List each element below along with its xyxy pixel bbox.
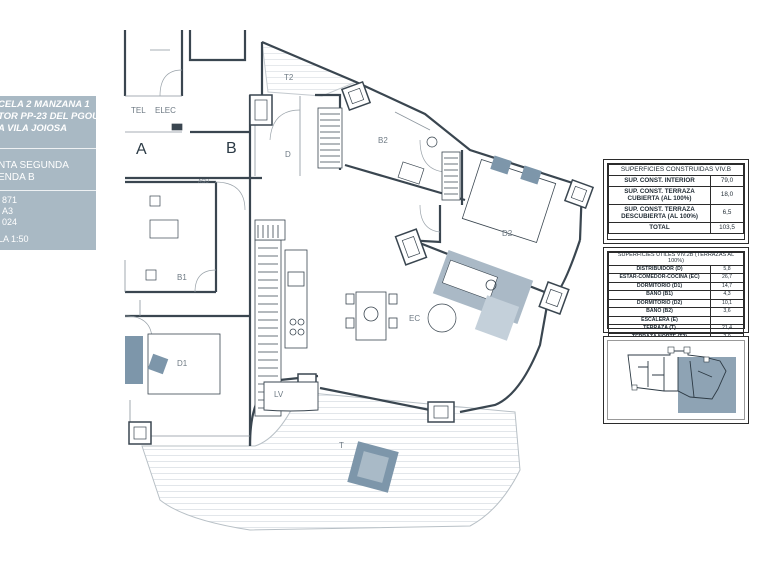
door-swings	[124, 69, 446, 341]
bath-fixtures	[145, 123, 438, 281]
label-lv: LV	[274, 390, 284, 399]
label-d: D	[285, 150, 291, 159]
label-tel: TEL	[131, 106, 146, 115]
useful-label: BAÑO (B1)	[608, 290, 711, 300]
label-a: A	[136, 141, 147, 158]
useful-label: ESTAR-COMEDOR-COCINA (EC)	[608, 273, 711, 283]
bed-d2	[461, 155, 557, 244]
title-floor: NTA SEGUNDA	[0, 160, 69, 171]
constructed-label: SUP. CONST. TERRAZA DESCUBIERTA (AL 100%…	[608, 204, 711, 223]
label-agu: AGU	[198, 179, 209, 185]
useful-value	[710, 315, 744, 326]
title-town: A VILA JOIOSA	[0, 123, 67, 134]
label-b: B	[226, 140, 237, 157]
terrace-table-t	[347, 441, 399, 493]
useful-value: 4,3	[710, 290, 744, 300]
sofa-ec	[427, 249, 534, 341]
useful-label: DORMITORIO (D2)	[608, 298, 711, 309]
label-d1: D1	[177, 359, 188, 368]
title-date: 024	[2, 217, 18, 227]
useful-value: 21,4	[710, 324, 744, 334]
useful-label: DORMITORIO (D1)	[608, 281, 711, 292]
label-b2: B2	[378, 136, 388, 145]
useful-value: 14,7	[710, 281, 744, 292]
title-card: CELA 2 MANZANA 1 TOR PP-23 DEL PGOU A VI…	[0, 96, 100, 250]
terrace-t-area	[141, 391, 521, 531]
key-plan	[603, 336, 749, 424]
key-plan-drawing	[627, 346, 736, 413]
constructed-total-label: TOTAL	[608, 222, 711, 234]
title-ref: 871	[2, 195, 18, 205]
useful-value: 26,7	[710, 273, 744, 283]
useful-value: 10,1	[710, 298, 744, 309]
useful-label: TERRAZA (T)	[608, 324, 711, 334]
constructed-title: SUPERFICIES CONSTRUIDAS VIV.B	[608, 164, 744, 176]
columns	[128, 80, 595, 445]
constructed-total-value: 103,5	[710, 222, 744, 234]
separator	[0, 148, 96, 149]
bed-d1	[125, 333, 221, 395]
kitchen-counter	[284, 249, 308, 349]
useful-value: 5,8	[710, 264, 744, 275]
constructed-label: SUP. CONST. INTERIOR	[608, 175, 711, 187]
label-b1: B1	[177, 273, 187, 282]
separator	[0, 190, 96, 191]
title-parcel: CELA 2 MANZANA 1	[0, 99, 90, 110]
constructed-value: 79,0	[710, 175, 744, 187]
title-dwelling: ENDA B	[0, 172, 35, 183]
constructed-surfaces-table: SUPERFICIES CONSTRUIDAS VIV.B SUP. CONST…	[603, 159, 749, 244]
label-t: T	[339, 441, 344, 450]
label-t2: T2	[284, 73, 294, 82]
title-sector: TOR PP-23 DEL PGOU	[0, 111, 100, 122]
terrace-t2-area	[261, 41, 358, 97]
constructed-value: 6,5	[710, 204, 744, 223]
useful-label: BAÑO (B2)	[608, 307, 711, 317]
useful-label: DISTRIBUIDOR (D)	[608, 264, 711, 275]
useful-surfaces-table: SUPERFICIES ÚTILES VIV.2B (TERRAZAS AL 1…	[603, 247, 749, 343]
key-plan-highlight	[678, 357, 736, 413]
constructed-value: 18,0	[710, 186, 744, 205]
title-format: A3	[2, 206, 14, 216]
useful-title: SUPERFICIES ÚTILES VIV.2B (TERRAZAS AL 1…	[608, 252, 744, 266]
floor-plan-drawing: A B TEL ELEC T2 B2 D AGU D2 B1 EC D1 LV …	[123, 30, 595, 531]
useful-value: 3,6	[710, 307, 744, 317]
key-plan-columns	[631, 346, 710, 391]
title-scale: LA 1:50	[0, 234, 29, 244]
lv-column	[263, 381, 319, 412]
useful-label: ESCALERA (E)	[608, 315, 711, 326]
dining-table-ec	[345, 291, 398, 341]
label-elec: ELEC	[155, 106, 176, 115]
label-d2: D2	[502, 229, 513, 238]
constructed-label: SUP. CONST. TERRAZA CUBIERTA (AL 100%)	[608, 186, 711, 205]
label-ec: EC	[409, 314, 420, 323]
